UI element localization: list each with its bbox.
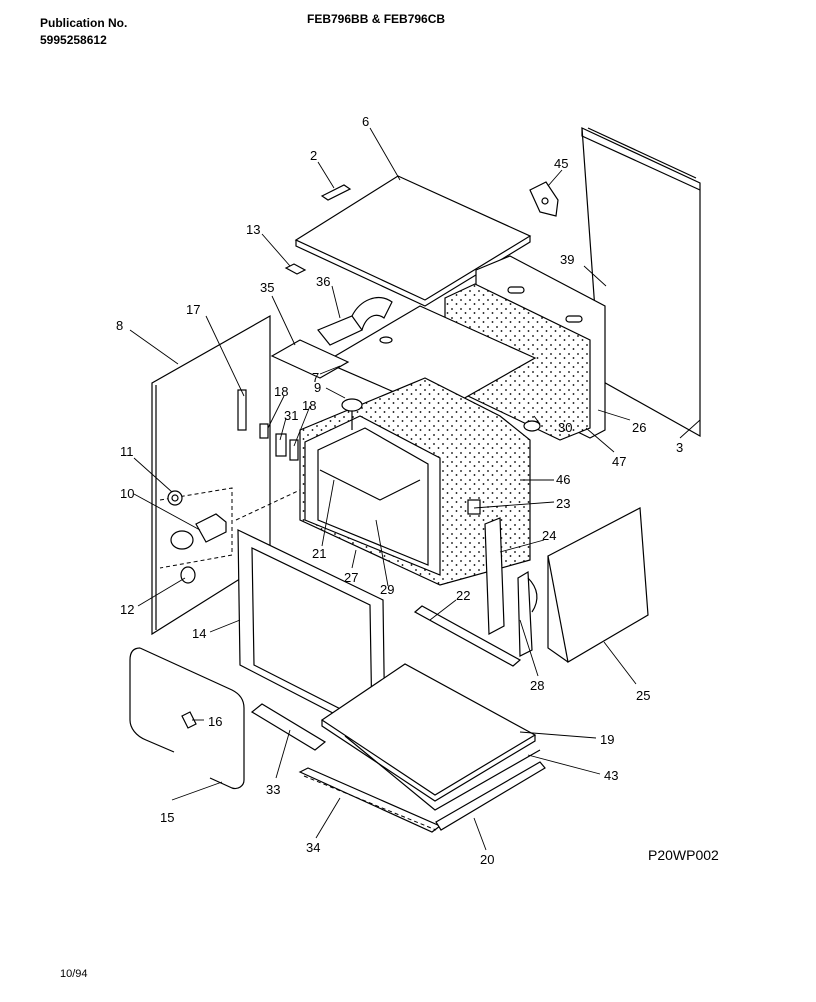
callout-24: 24 [542, 528, 556, 543]
callout-22: 22 [456, 588, 470, 603]
callout-9: 9 [314, 380, 321, 395]
vent-duct [317, 297, 393, 346]
lamp-assembly [167, 489, 301, 584]
callout-47: 47 [612, 454, 626, 469]
rail-22 [413, 605, 522, 667]
side-panel-right [547, 507, 649, 663]
callout-30: 30 [558, 420, 572, 435]
callout-45: 45 [554, 156, 568, 171]
callout-11: 11 [120, 444, 134, 459]
callout-6: 6 [362, 114, 369, 129]
callout-39: 39 [560, 252, 574, 267]
back-panel [581, 127, 701, 438]
callout-10: 10 [120, 486, 134, 501]
callout-29: 29 [380, 582, 394, 597]
callout-15: 15 [160, 810, 174, 825]
callout-12: 12 [120, 602, 134, 617]
footer-date: 10/94 [60, 968, 88, 980]
callout-18a: 18 [274, 384, 288, 399]
clip-13 [284, 263, 307, 275]
bracket-45 [529, 181, 559, 217]
callout-31: 31 [284, 408, 298, 423]
callout-16: 16 [208, 714, 222, 729]
callout-34: 34 [306, 840, 320, 855]
callout-7: 7 [312, 370, 319, 385]
callout-14: 14 [192, 626, 206, 641]
callout-27: 27 [344, 570, 358, 585]
drawing-code: P20WP002 [648, 847, 719, 863]
thermostat-9 [341, 398, 363, 430]
callout-19: 19 [600, 732, 614, 747]
oven-cavity [299, 377, 531, 586]
callout-46: 46 [556, 472, 570, 487]
callout-23: 23 [556, 496, 570, 511]
callout-20: 20 [480, 852, 494, 867]
model-title: FEB796BB & FEB796CB [307, 12, 446, 26]
callout-43: 43 [604, 768, 618, 783]
callout-21: 21 [312, 546, 326, 561]
vent-plate [270, 339, 350, 379]
top-bracket [320, 184, 352, 201]
side-brackets [237, 389, 299, 461]
clip-16 [181, 711, 197, 729]
callout-26: 26 [632, 420, 646, 435]
callout-labels: 2 3 6 7 8 9 10 11 12 13 14 15 16 17 18 1… [116, 114, 683, 867]
bottom-trim [435, 761, 546, 831]
callout-25: 25 [636, 688, 650, 703]
top-panel [294, 175, 532, 307]
leader-lines [129, 127, 701, 851]
callout-17: 17 [186, 302, 200, 317]
publication-number: 5995258612 [40, 33, 107, 47]
hinge-bracket [484, 517, 505, 635]
callout-33: 33 [266, 782, 280, 797]
callout-3: 3 [676, 440, 683, 455]
callout-2: 2 [310, 148, 317, 163]
bracket-33 [250, 703, 327, 751]
cap-30 [523, 420, 541, 432]
callout-13: 13 [246, 222, 260, 237]
door-gasket [129, 647, 245, 790]
callout-28: 28 [530, 678, 544, 693]
callout-8: 8 [116, 318, 123, 333]
callout-18b: 18 [302, 398, 316, 413]
publication-label: Publication No. [40, 16, 128, 30]
callout-35: 35 [260, 280, 274, 295]
hinge-28 [517, 570, 538, 657]
bottom-panel [320, 663, 541, 811]
callout-36: 36 [316, 274, 330, 289]
